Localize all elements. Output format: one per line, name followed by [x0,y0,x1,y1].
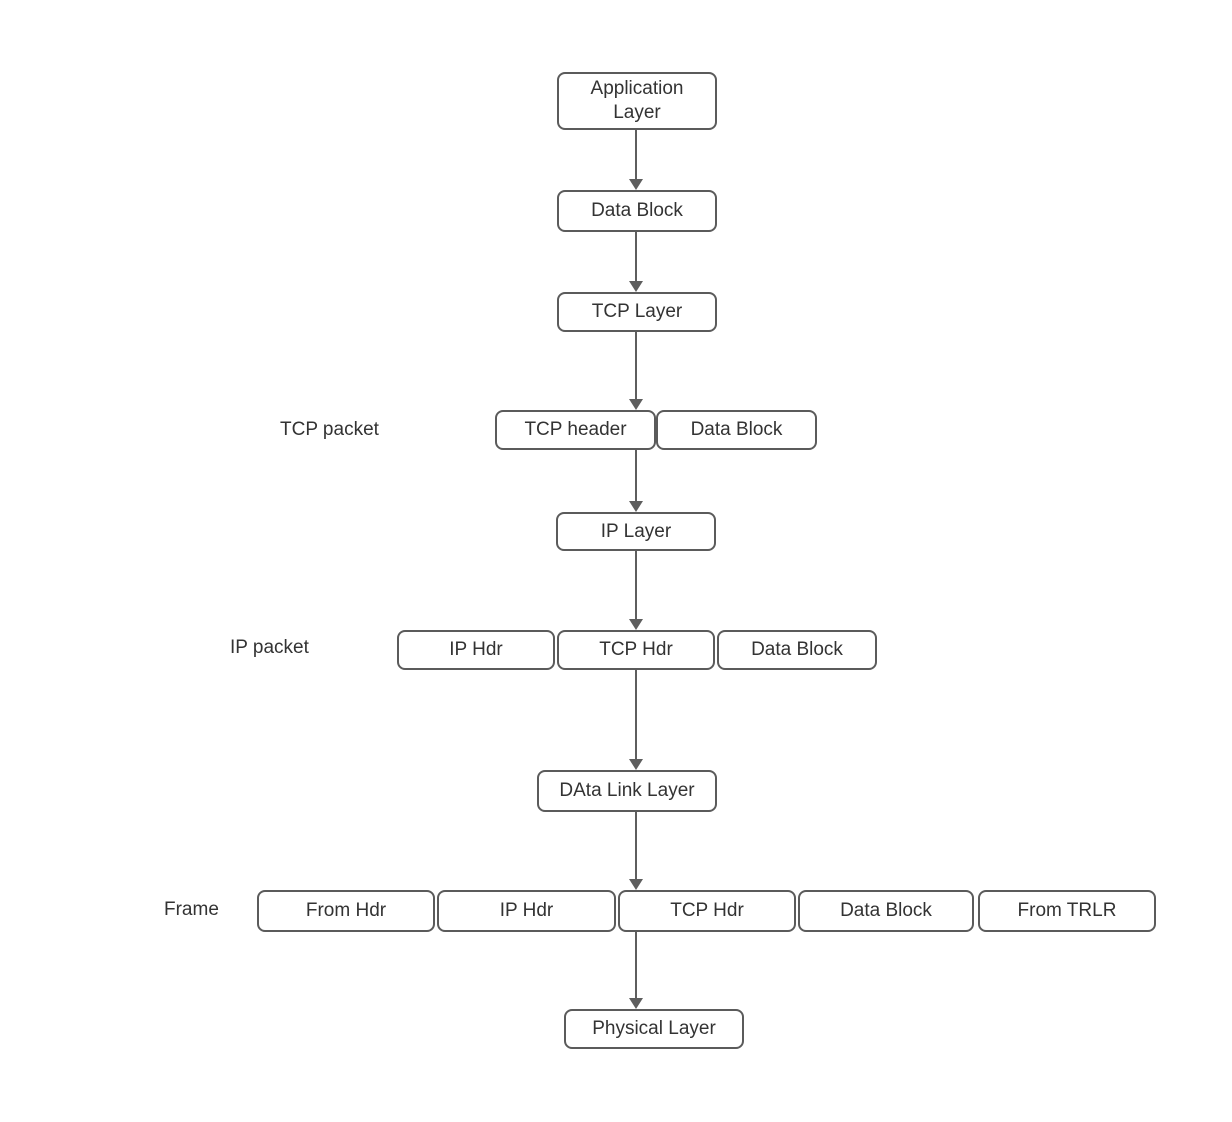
arrow-head-icon [629,399,643,410]
arrow-shaft [635,670,637,761]
segment-ip-hdr-label: IP Hdr [449,639,503,661]
arrow-head-icon [629,501,643,512]
arrow-application-to-datablock [629,130,643,190]
node-ip-layer: IP Layer [556,512,716,551]
segment-ip-data-block-label: Data Block [751,639,843,661]
node-application-layer-label: Application Layer [590,78,684,123]
arrow-tcplayer-to-tcppacket [629,332,643,410]
arrow-tcppacket-to-iplayer [629,450,643,512]
node-data-block-label: Data Block [591,200,683,222]
arrow-head-icon [629,759,643,770]
segment-ip-data-block: Data Block [717,630,877,670]
segment-from-trlr: From TRLR [978,890,1156,932]
node-data-link-layer: DAta Link Layer [537,770,717,812]
segment-frame-tcp-hdr: TCP Hdr [618,890,796,932]
arrow-shaft [635,450,637,503]
node-application-layer: Application Layer [557,72,717,130]
node-tcp-layer-label: TCP Layer [591,301,683,323]
node-data-link-layer-label: DAta Link Layer [559,780,695,802]
arrow-head-icon [629,998,643,1009]
arrow-shaft [635,551,637,621]
arrow-shaft [635,932,637,1000]
arrow-frame-to-physical [629,932,643,1009]
segment-tcp-data-block-label: Data Block [690,419,783,441]
node-tcp-layer: TCP Layer [557,292,717,332]
ip-packet-caption: IP packet [230,637,309,658]
frame-caption: Frame [164,899,219,920]
arrow-head-icon [629,619,643,630]
arrow-shaft [635,232,637,283]
arrow-shaft [635,332,637,401]
arrow-head-icon [629,281,643,292]
arrow-iplayer-to-ippacket [629,551,643,630]
arrow-ippacket-to-datalink [629,670,643,770]
node-physical-layer: Physical Layer [564,1009,744,1049]
segment-tcp-header: TCP header [495,410,656,450]
segment-tcp-header-label: TCP header [524,419,627,441]
segment-ip-hdr: IP Hdr [397,630,555,670]
segment-frame-ip-hdr: IP Hdr [437,890,616,932]
node-data-block: Data Block [557,190,717,232]
segment-from-hdr: From Hdr [257,890,435,932]
segment-tcp-data-block: Data Block [656,410,817,450]
node-ip-layer-label: IP Layer [600,520,672,542]
segment-ip-tcp-hdr-label: TCP Hdr [599,639,673,661]
arrow-datablock-to-tcplayer [629,232,643,292]
segment-frame-data-block-label: Data Block [840,900,932,922]
segment-ip-tcp-hdr: TCP Hdr [557,630,715,670]
segment-frame-data-block: Data Block [798,890,974,932]
arrow-shaft [635,130,637,181]
segment-frame-ip-hdr-label: IP Hdr [499,900,554,922]
node-physical-layer-label: Physical Layer [592,1018,716,1040]
arrow-head-icon [629,879,643,890]
segment-from-hdr-label: From Hdr [305,900,387,922]
arrow-shaft [635,812,637,881]
arrow-head-icon [629,179,643,190]
segment-frame-tcp-hdr-label: TCP Hdr [670,900,744,922]
arrow-datalink-to-frame [629,812,643,890]
segment-from-trlr-label: From TRLR [1017,900,1117,922]
tcp-packet-caption: TCP packet [280,419,379,440]
